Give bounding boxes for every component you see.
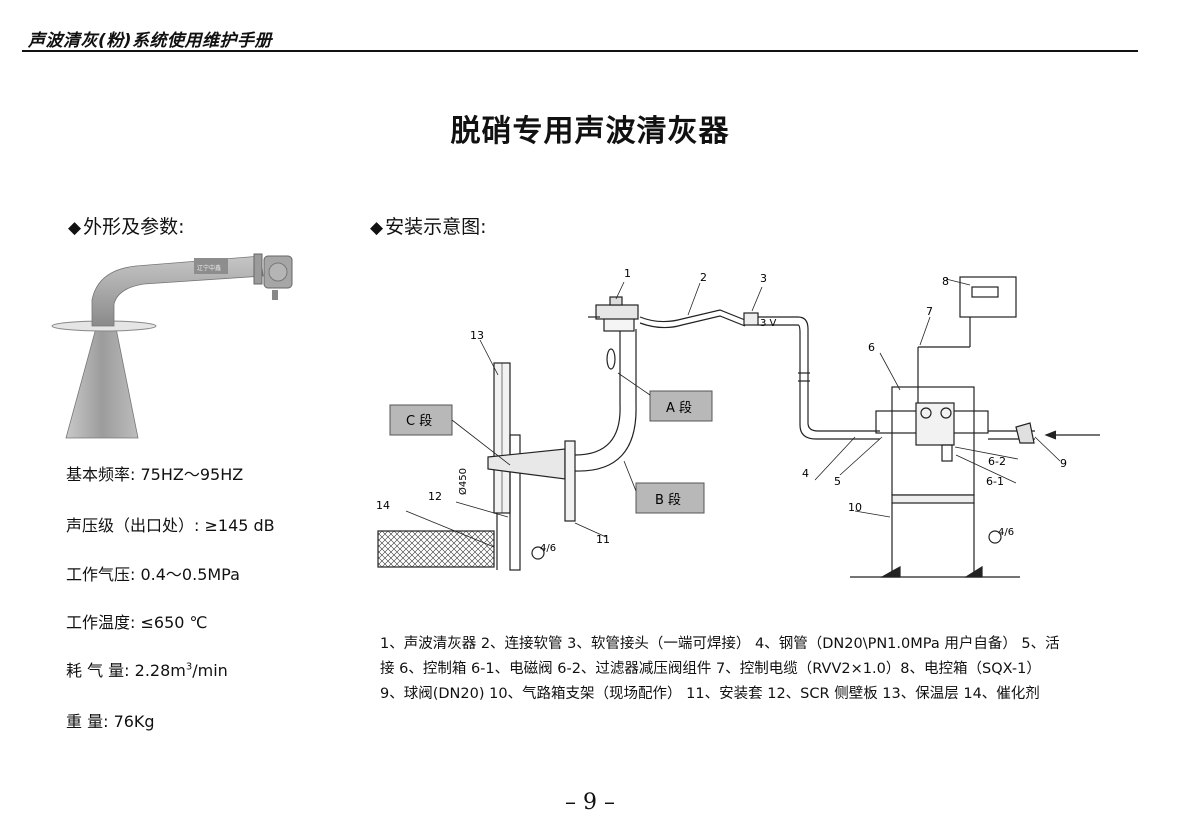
install-heading-label: 安装示意图: xyxy=(385,216,487,238)
callout-5: 5 xyxy=(834,475,841,488)
param-air-consumption-label: 耗 气 量: 2.28m xyxy=(66,661,186,680)
label-ground-left: 4/6 xyxy=(540,543,556,554)
installation-diagram: C 段 A 段 B 段 3 V Ø450 4/6 4/6 1 2 3 4 5 6… xyxy=(376,267,1100,578)
callout-2: 2 xyxy=(700,271,707,284)
callout-10: 10 xyxy=(848,501,862,514)
param-air-consumption-sup: 3 xyxy=(185,661,193,673)
label-segment-c: C 段 xyxy=(406,414,432,429)
param-sound-pressure: 声压级（出口处）: ≥145 dB xyxy=(66,516,275,535)
param-frequency: 基本频率: 75HZ～95HZ xyxy=(66,465,244,484)
appearance-heading: ◆外形及参数: xyxy=(68,212,184,239)
diamond-bullet-icon: ◆ xyxy=(370,218,384,238)
callout-3: 3 xyxy=(760,272,767,285)
param-weight: 重 量: 76Kg xyxy=(66,712,155,731)
manual-title: 声波清灰(粉)系统使用维护手册 xyxy=(28,31,273,51)
install-heading: ◆安装示意图: xyxy=(370,212,486,239)
callout-11: 11 xyxy=(596,533,610,546)
callout-14: 14 xyxy=(376,499,390,512)
label-voltage: 3 V xyxy=(760,318,777,329)
callout-4: 4 xyxy=(802,467,809,480)
param-air-consumption: 耗 气 量: 2.28m3/min xyxy=(66,657,228,681)
header-rule xyxy=(22,50,1138,52)
callout-6-1: 6-1 xyxy=(986,475,1004,488)
page-number: – 9 – xyxy=(565,790,615,815)
callout-6: 6 xyxy=(868,341,875,354)
param-working-temperature: 工作温度: ≤650 ℃ xyxy=(66,613,208,632)
label-segment-a: A 段 xyxy=(666,401,692,416)
diamond-bullet-icon: ◆ xyxy=(68,218,82,238)
page-title: 脱硝专用声波清灰器 xyxy=(450,114,730,149)
callout-9: 9 xyxy=(1060,457,1067,470)
param-air-consumption-suffix: /min xyxy=(192,661,228,680)
appearance-heading-label: 外形及参数: xyxy=(83,216,185,238)
param-working-pressure: 工作气压: 0.4～0.5MPa xyxy=(66,565,240,584)
label-ground-right: 4/6 xyxy=(998,527,1014,538)
callout-7: 7 xyxy=(926,305,933,318)
callout-1: 1 xyxy=(624,267,631,280)
callout-13: 13 xyxy=(470,329,484,342)
component-legend: 1、声波清灰器 2、连接软管 3、软管接头（一端可焊接） 4、钢管（DN20\P… xyxy=(380,636,1060,702)
horn-photo: 辽宁中鑫 xyxy=(51,253,293,439)
label-segment-b: B 段 xyxy=(655,493,681,508)
svg-text:辽宁中鑫: 辽宁中鑫 xyxy=(197,264,221,272)
callout-12: 12 xyxy=(428,490,442,503)
callout-6-2: 6-2 xyxy=(988,455,1006,468)
label-diameter: Ø450 xyxy=(457,468,469,495)
callout-8: 8 xyxy=(942,275,949,288)
